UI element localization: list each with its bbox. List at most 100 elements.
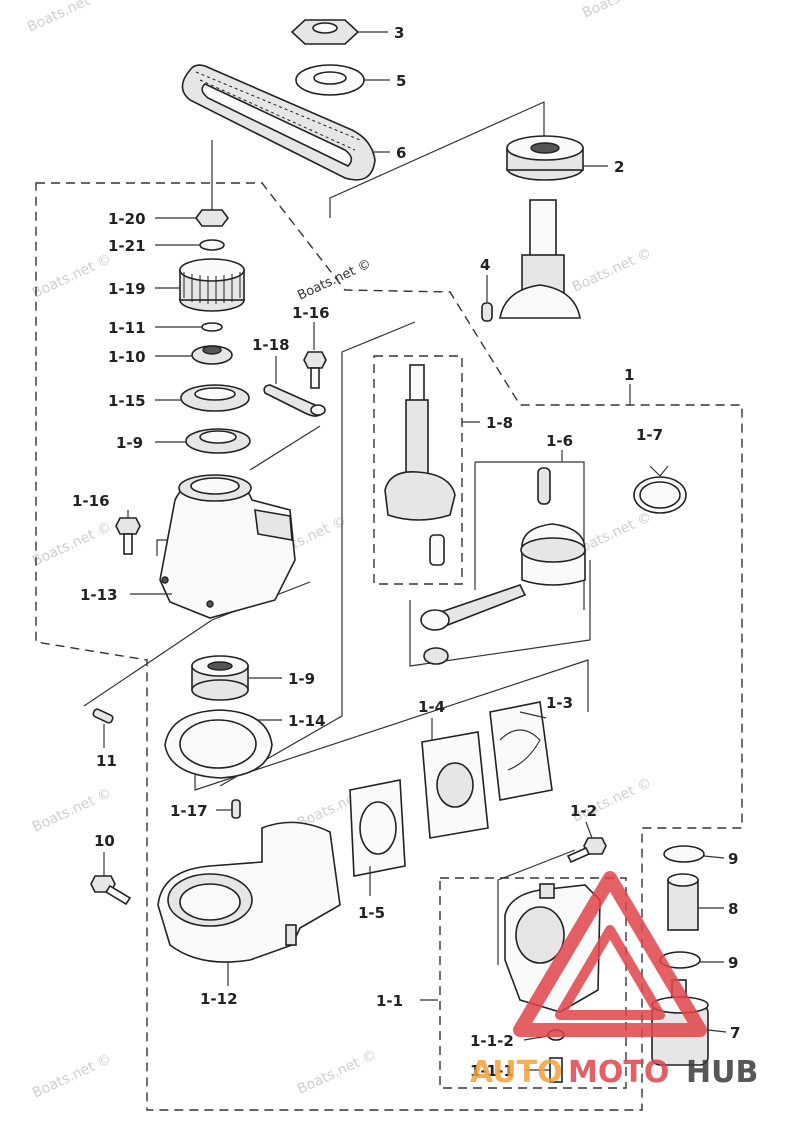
left-stack — [179, 209, 251, 454]
watermark: Boats.net © — [25, 0, 109, 36]
watermark-dark: Boats.net © — [295, 257, 373, 304]
part-1-11-ring — [201, 322, 223, 332]
label-1-1-1: 1-1-1 — [470, 1062, 514, 1080]
label-1-12: 1-12 — [200, 990, 238, 1008]
label-1-13: 1-13 — [80, 586, 118, 604]
label-1-10: 1-10 — [108, 348, 146, 366]
assembly-1-1-outline — [439, 877, 627, 1089]
pump-outlet — [539, 883, 555, 899]
label-1-15: 1-15 — [108, 392, 146, 410]
leader-1-2 — [585, 821, 593, 839]
bearing-hole — [207, 661, 233, 671]
part-5-washer — [295, 64, 365, 96]
part-1-6-piston — [520, 467, 586, 586]
label-8: 8 — [728, 900, 738, 918]
link-lines — [83, 101, 591, 965]
conrod-bearing — [423, 647, 449, 665]
label-1-8: 1-8 — [486, 414, 513, 432]
part-1-21-washer — [199, 239, 225, 251]
label-9-lower: 9 — [728, 954, 738, 972]
label-11: 11 — [96, 752, 117, 770]
watermark: Boats.net © — [295, 1047, 379, 1098]
watermark: Boats.net © — [30, 251, 114, 302]
leader-9a — [703, 855, 725, 859]
part-1-20-nut — [195, 209, 229, 227]
watermark: Boats.net © — [30, 785, 114, 836]
part-1-4-plate — [421, 731, 489, 839]
part-1-14-gasket — [164, 709, 273, 779]
gasket-inner — [179, 719, 257, 769]
cover-groove — [499, 729, 541, 771]
part-1-13-upper-case — [159, 474, 296, 619]
conrod-link-box — [409, 560, 591, 667]
label-9-upper: 9 — [728, 850, 738, 868]
label-7: 7 — [730, 1024, 740, 1042]
part-11-pin — [92, 708, 114, 724]
part-3-nut — [290, 19, 360, 45]
housing-bore-inner — [179, 883, 241, 921]
label-1-20: 1-20 — [108, 210, 146, 228]
logo-text-auto: AUTO — [470, 1055, 563, 1090]
label-10: 10 — [94, 832, 115, 850]
gasket-link-line — [194, 659, 589, 791]
plate-hole — [436, 762, 474, 808]
plug-link-line — [249, 425, 321, 471]
gear-top — [179, 258, 245, 282]
ring-inner — [639, 481, 681, 509]
upper-case-flange — [254, 509, 293, 541]
seal-hole — [202, 345, 222, 355]
hose-top — [667, 873, 699, 887]
hose-body — [667, 879, 699, 931]
drive-shaft-upper — [499, 199, 581, 319]
pump-volute — [515, 906, 565, 964]
label-1-1-2: 1-1-2 — [470, 1032, 514, 1050]
part-1-16-bolt-top — [303, 351, 327, 389]
part-4-pin — [481, 302, 493, 322]
part-1-8-crankshaft — [384, 364, 456, 566]
piston-pin — [537, 467, 551, 505]
crank-pin — [429, 534, 445, 566]
logo-text-moto: MOTO — [568, 1055, 669, 1090]
label-1-18: 1-18 — [252, 336, 290, 354]
label-5: 5 — [396, 72, 406, 90]
label-1-6: 1-6 — [546, 432, 573, 450]
label-1-21: 1-21 — [108, 237, 146, 255]
label-6: 6 — [396, 144, 406, 162]
part-1-7-rings — [633, 476, 687, 514]
leader-7 — [707, 1029, 727, 1033]
assembly-1-outline — [35, 182, 743, 1111]
part-8-hose — [667, 873, 699, 931]
label-1-4: 1-4 — [418, 698, 445, 716]
belt-teeth — [195, 71, 361, 151]
connecting-rod — [420, 584, 527, 665]
logo-text-hub: HUB — [686, 1055, 758, 1090]
plug-eye — [310, 404, 326, 416]
logo-triangle-inner — [555, 925, 665, 1020]
label-1-17: 1-17 — [170, 802, 208, 820]
label-3: 3 — [394, 24, 404, 42]
label-1-9-lower: 1-9 — [288, 670, 315, 688]
label-1-3: 1-3 — [546, 694, 573, 712]
part-6-timing-belt — [181, 64, 376, 181]
leader-1-3 — [519, 711, 547, 719]
part-9-clamp-top — [663, 845, 705, 863]
watermark: Boats.net © — [570, 245, 654, 296]
part-1-12-housing — [157, 821, 341, 963]
nut-hole — [312, 22, 338, 34]
watermark: Boats.net © — [30, 519, 114, 570]
case-hole — [206, 600, 214, 608]
gear-teeth — [183, 272, 241, 304]
bolt-head — [303, 351, 327, 369]
part-1-9-lower-bearing — [191, 655, 249, 701]
clamp-shape — [663, 845, 705, 863]
leader-1-7 — [649, 465, 669, 477]
bolt-thread — [123, 533, 133, 555]
bolt-thread — [566, 846, 591, 864]
label-1-2: 1-2 — [570, 802, 597, 820]
shaft-upper-base — [499, 284, 581, 319]
case-hole — [161, 576, 169, 584]
part-1-17-pin — [231, 799, 241, 819]
gasket-hole — [359, 801, 397, 855]
bolt-thread — [310, 367, 320, 389]
